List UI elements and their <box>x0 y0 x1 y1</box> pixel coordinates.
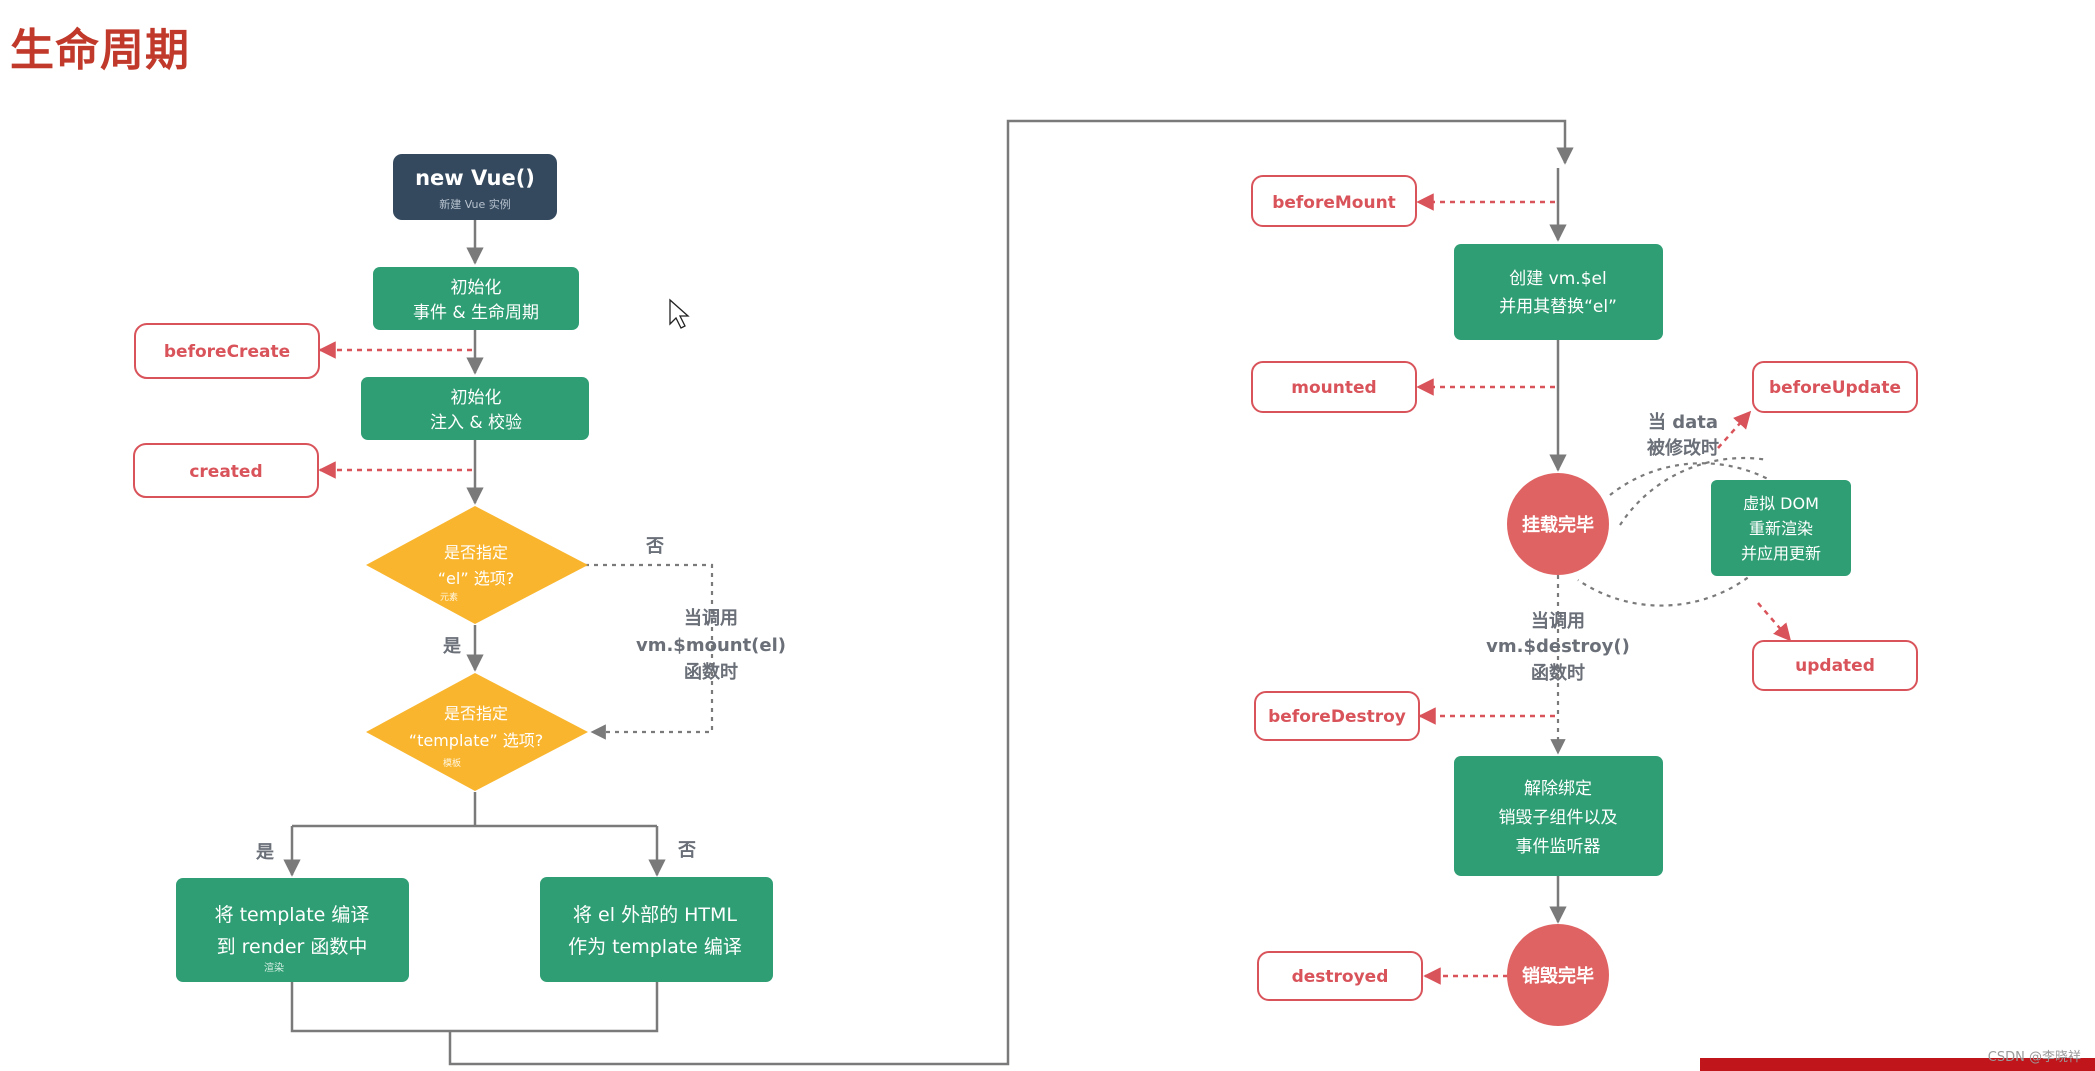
mounted-state-label: 挂载完毕 <box>1522 514 1594 536</box>
label-destroy-call-3: 函数时 <box>1531 662 1585 684</box>
hook-created: created <box>133 443 319 498</box>
unbind-line1: 解除绑定 <box>1524 779 1592 799</box>
mounted-state: 挂载完毕 <box>1507 473 1609 575</box>
label-mount-call-1: 当调用 <box>684 607 738 629</box>
label-el-yes: 是 <box>442 636 461 657</box>
compile-template-node: 将 template 编译 到 render 函数中 渲染 <box>176 878 409 982</box>
has-template-decision: 是否指定 “template” 选项? 模板 <box>366 673 588 791</box>
edge-to-updated <box>1757 602 1792 642</box>
label-data-change-1: 当 data <box>1648 411 1718 433</box>
has-template-line2: “template” 选项? <box>409 731 543 750</box>
init-events-line2: 事件 & 生命周期 <box>413 303 539 323</box>
label-destroy-call-2: vm.$destroy() <box>1486 636 1630 657</box>
has-template-line1: 是否指定 <box>444 704 508 723</box>
label-template-yes: 是 <box>255 842 274 863</box>
has-el-decision: 是否指定 “el” 选项? 元素 <box>366 506 588 624</box>
init-events-line1: 初始化 <box>451 278 502 298</box>
virtual-dom-line3: 并应用更新 <box>1741 544 1821 563</box>
new-vue-title: new Vue() <box>415 166 535 190</box>
hook-created-label: created <box>189 462 262 482</box>
virtual-dom-line2: 重新渲染 <box>1749 519 1813 538</box>
init-events-node: 初始化 事件 & 生命周期 <box>373 267 579 330</box>
hook-destroyed-label: destroyed <box>1292 967 1389 987</box>
label-mount-call-3: 函数时 <box>684 661 738 683</box>
edge-el-no-mount <box>585 563 714 740</box>
edge-to-mount <box>448 119 1574 1066</box>
label-mount-call-2: vm.$mount(el) <box>636 635 786 656</box>
new-vue-node: new Vue() 新建 Vue 实例 <box>393 154 557 220</box>
has-template-note: 模板 <box>443 757 461 769</box>
hook-beforecreate-label: beforeCreate <box>164 342 290 362</box>
hook-beforedestroy-label: beforeDestroy <box>1268 707 1406 727</box>
virtual-dom-node: 虚拟 DOM 重新渲染 并应用更新 <box>1711 480 1851 576</box>
compile-outer-html-line2: 作为 template 编译 <box>568 936 742 958</box>
destroyed-state-label: 销毁完毕 <box>1522 965 1594 987</box>
mouse-cursor-icon <box>669 298 690 329</box>
hook-mounted: mounted <box>1251 361 1417 413</box>
hook-updated-label: updated <box>1795 656 1875 676</box>
create-el-line2: 并用其替换“el” <box>1499 297 1617 317</box>
has-el-line1: 是否指定 <box>444 543 508 562</box>
hook-beforeupdate: beforeUpdate <box>1752 361 1918 413</box>
hook-mounted-label: mounted <box>1291 378 1376 398</box>
unbind-line2: 销毁子组件以及 <box>1499 808 1618 828</box>
edge-to-beforeupdate <box>1717 410 1752 449</box>
hook-beforeupdate-label: beforeUpdate <box>1769 378 1901 398</box>
new-vue-subtitle: 新建 Vue 实例 <box>439 197 511 211</box>
compile-outer-html-line1: 将 el 外部的 HTML <box>573 904 737 926</box>
init-inject-line2: 注入 & 校验 <box>430 413 522 433</box>
hook-updated: updated <box>1752 640 1918 691</box>
edge-merge <box>290 982 659 1033</box>
label-template-no: 否 <box>677 840 696 861</box>
page-title: 生命周期 <box>10 25 190 76</box>
create-el-line1: 创建 vm.$el <box>1509 269 1606 289</box>
footer-banner <box>1700 1058 2095 1071</box>
label-data-change-2: 被修改时 <box>1647 437 1719 459</box>
destroyed-state: 销毁完毕 <box>1507 924 1609 1026</box>
label-destroy-call-1: 当调用 <box>1531 610 1585 632</box>
unbind-node: 解除绑定 销毁子组件以及 事件监听器 <box>1454 756 1663 876</box>
virtual-dom-line1: 虚拟 DOM <box>1743 494 1819 513</box>
hook-beforemount-label: beforeMount <box>1272 193 1396 213</box>
hook-beforedestroy: beforeDestroy <box>1254 691 1420 741</box>
hook-beforecreate: beforeCreate <box>134 323 320 379</box>
csdn-watermark: CSDN @李晓祥 <box>1987 1050 2081 1065</box>
compile-template-note: 渲染 <box>264 961 284 974</box>
compile-template-line1: 将 template 编译 <box>215 904 370 926</box>
unbind-line3: 事件监听器 <box>1516 837 1601 857</box>
hook-beforemount: beforeMount <box>1251 175 1417 227</box>
has-el-note: 元素 <box>440 591 458 603</box>
compile-template-line2: 到 render 函数中 <box>217 936 368 958</box>
compile-outer-html-node: 将 el 外部的 HTML 作为 template 编译 <box>540 877 773 982</box>
has-el-line2: “el” 选项? <box>438 569 514 588</box>
hook-destroyed: destroyed <box>1257 951 1423 1001</box>
create-el-node: 创建 vm.$el 并用其替换“el” <box>1454 244 1663 340</box>
label-el-no: 否 <box>645 536 664 557</box>
init-inject-node: 初始化 注入 & 校验 <box>361 377 589 440</box>
update-loop-circle <box>1577 456 1771 607</box>
init-inject-line1: 初始化 <box>451 388 502 408</box>
